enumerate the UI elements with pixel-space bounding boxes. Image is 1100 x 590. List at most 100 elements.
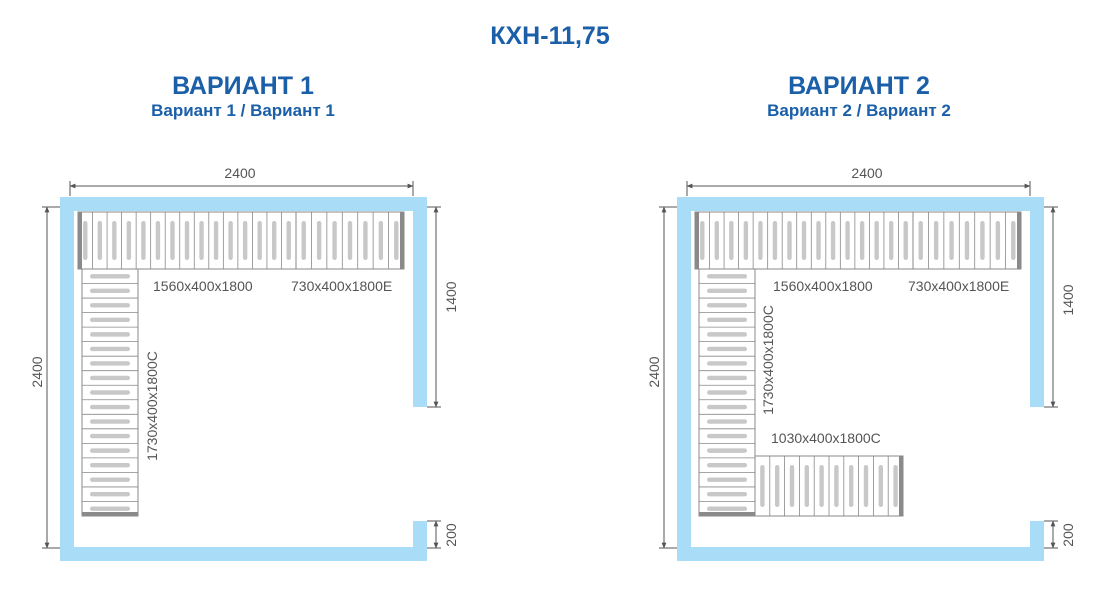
v1-shelf-top-main bbox=[77, 211, 297, 270]
shelf-slat bbox=[707, 317, 747, 323]
shelf-slat bbox=[874, 221, 879, 260]
dim-label-top: 2400 bbox=[224, 165, 255, 181]
shelf-slat bbox=[707, 375, 747, 381]
variant-1-walls bbox=[60, 197, 427, 561]
wall-bottom bbox=[60, 547, 427, 561]
shelf-slat bbox=[863, 465, 869, 507]
shelf-slat bbox=[363, 221, 368, 260]
variant-1-dimensions bbox=[42, 181, 441, 549]
shelf-slat bbox=[700, 221, 705, 260]
shelf-slat bbox=[394, 221, 399, 260]
variant-2-heading: ВАРИАНТ 2 bbox=[788, 72, 930, 100]
shelf-slat bbox=[878, 465, 883, 507]
shelf-slat bbox=[90, 274, 130, 279]
v1-shelf-top-end bbox=[295, 211, 405, 270]
shelf-slat bbox=[772, 221, 778, 260]
v1-label-left: 1730х400х1800С bbox=[144, 351, 160, 461]
v2-shelf-top-end bbox=[912, 211, 1022, 270]
page-title: КХН-11,75 bbox=[490, 22, 610, 50]
v1-label-top-end: 730х400х1800Е bbox=[291, 278, 392, 294]
variant-1-plan: 2400 2400 1400 200 1560х400х1800 730х400… bbox=[29, 165, 459, 561]
shelf-slat bbox=[743, 221, 749, 260]
shelf-slat bbox=[184, 221, 190, 260]
v1-label-top-main: 1560х400х1800 bbox=[153, 278, 253, 294]
wall-left bbox=[60, 197, 74, 561]
shelf-end-cap bbox=[699, 512, 755, 516]
dim-label-right-bottom: 200 bbox=[1060, 523, 1076, 547]
shelf-slat bbox=[707, 462, 747, 468]
shelf-slat bbox=[228, 221, 233, 260]
shelf-slat bbox=[834, 465, 839, 507]
shelf-slat bbox=[286, 221, 291, 260]
shelf-slat bbox=[760, 465, 765, 507]
dim-label-right-bottom: 200 bbox=[443, 523, 459, 547]
shelf-slat bbox=[707, 404, 747, 410]
shelf-slat bbox=[707, 288, 747, 293]
shelf-slat bbox=[347, 221, 353, 260]
shelf-slat bbox=[141, 221, 146, 260]
v2-shelf-top-main bbox=[694, 211, 914, 270]
v2-label-bottom: 1030х400х1800С bbox=[771, 430, 881, 446]
shelf-slat bbox=[964, 221, 970, 260]
dim-label-right-top: 1400 bbox=[443, 281, 459, 312]
shelf-slat bbox=[707, 492, 747, 497]
shelf-slat bbox=[242, 221, 248, 260]
shelf-end-cap bbox=[899, 456, 903, 516]
variant-1-heading: ВАРИАНТ 1 bbox=[172, 72, 314, 100]
variant-1-heading-block: ВАРИАНТ 1 Вариант 1 / Вариант 1 bbox=[43, 72, 443, 122]
shelf-slat bbox=[949, 221, 954, 260]
shelf-slat bbox=[272, 221, 277, 260]
variant-2-walls bbox=[677, 197, 1044, 561]
shelf-slat bbox=[845, 221, 850, 260]
shelf-slat bbox=[707, 506, 747, 511]
shelf-end-cap bbox=[78, 212, 82, 269]
shelf-slat bbox=[980, 221, 985, 260]
shelf-slat bbox=[830, 221, 836, 260]
shelf-slat bbox=[714, 221, 719, 260]
dim-label-left: 2400 bbox=[29, 356, 45, 387]
shelf-slat bbox=[155, 221, 161, 260]
shelf-end-cap bbox=[400, 212, 404, 269]
wall-top bbox=[60, 197, 427, 211]
shelf-slat bbox=[97, 221, 102, 260]
shelf-slat bbox=[170, 221, 175, 260]
shelf-slat bbox=[707, 274, 747, 279]
shelf-slat bbox=[933, 221, 939, 260]
shelf-end-cap bbox=[695, 212, 699, 269]
variant-2-subheading: Вариант 2 / Вариант 2 bbox=[767, 101, 951, 120]
shelf-slat bbox=[90, 317, 130, 323]
shelf-slat bbox=[90, 448, 130, 453]
shelf-slat bbox=[126, 221, 132, 260]
shelf-slat bbox=[707, 361, 747, 366]
v2-shelf-left bbox=[698, 268, 756, 517]
shelf-slat bbox=[90, 419, 130, 424]
shelf-slat bbox=[918, 221, 923, 260]
shelf-slat bbox=[729, 221, 734, 260]
shelf-slat bbox=[804, 465, 809, 507]
wall-right-lower bbox=[413, 521, 427, 561]
wall-right-lower bbox=[1030, 521, 1044, 561]
shelf-slat bbox=[849, 465, 854, 507]
shelf-slat bbox=[707, 303, 747, 308]
variant-2-plan: 2400 2400 1400 200 1560х400х1800 730х400… bbox=[646, 165, 1076, 561]
shelf-slat bbox=[213, 221, 219, 260]
wall-bottom bbox=[677, 547, 1044, 561]
shelf-slat bbox=[90, 404, 130, 410]
shelf-slat bbox=[90, 332, 130, 337]
shelf-slat bbox=[775, 465, 780, 507]
dim-label-top: 2400 bbox=[851, 165, 882, 181]
shelf-slat bbox=[789, 465, 795, 507]
wall-top bbox=[677, 197, 1044, 211]
shelf-slat bbox=[787, 221, 792, 260]
shelf-slat bbox=[707, 448, 747, 453]
wall-left bbox=[677, 197, 691, 561]
shelf-slat bbox=[707, 332, 747, 337]
shelf-slat bbox=[893, 465, 898, 507]
dim-label-right-top: 1400 bbox=[1060, 284, 1076, 315]
v2-shelf-bottom bbox=[754, 455, 904, 517]
shelf-slat bbox=[819, 465, 824, 507]
shelf-slat bbox=[758, 221, 763, 260]
variant-2-dimensions bbox=[659, 181, 1058, 549]
shelf-slat bbox=[90, 433, 130, 439]
